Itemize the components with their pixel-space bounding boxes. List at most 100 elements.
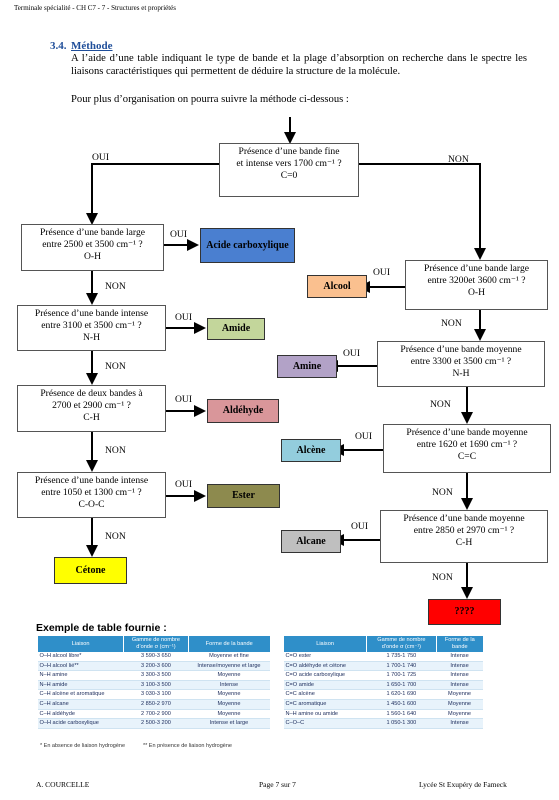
col-header-gamme: Gamme de nombre d’onde σ (cm⁻¹) bbox=[366, 636, 437, 652]
cell-liaison: N–H amide bbox=[37, 680, 124, 691]
col-header-forme: Forme de la bande bbox=[435, 636, 483, 652]
cell-liaison: C–H alcène et aromatique bbox=[37, 689, 124, 700]
cell-liaison: C–H aldéhyde bbox=[37, 709, 124, 720]
result-amine: Amine bbox=[277, 355, 337, 378]
result-cetone: Cétone bbox=[54, 557, 127, 584]
footnote-2: ** En présence de liaison hydrogène bbox=[143, 743, 232, 749]
col-header-liaison: Liaison bbox=[36, 636, 124, 652]
cell-gamme: 2 500-3 200 bbox=[123, 718, 188, 729]
result-unknown: ???? bbox=[428, 599, 501, 625]
label-oui: OUI bbox=[170, 229, 188, 240]
cell-liaison: O–H alcool lié** bbox=[37, 661, 124, 672]
cell-forme: Moyenne bbox=[188, 709, 270, 720]
cell-liaison: N–H amine bbox=[37, 670, 124, 681]
cell-liaison: O–H acide carboxylique bbox=[37, 718, 124, 729]
result-ester: Ester bbox=[207, 484, 280, 508]
cell-forme: Intense bbox=[188, 680, 270, 691]
footer-school: Lycée St Exupéry de Fameck bbox=[419, 780, 507, 789]
cell-forme: Intense bbox=[436, 718, 483, 729]
cell-gamme: 1 450-1 600 bbox=[366, 699, 437, 710]
label-oui: OUI bbox=[175, 312, 193, 323]
result-alcane: Alcane bbox=[281, 530, 341, 553]
label-non: NON bbox=[105, 531, 126, 542]
label-non: NON bbox=[432, 487, 453, 498]
cell-liaison: N–H amine ou amide bbox=[283, 709, 367, 720]
result-amide: Amide bbox=[207, 318, 265, 340]
cell-liaison: O–H alcool libre* bbox=[37, 652, 124, 662]
cell-forme: Intense bbox=[436, 652, 483, 662]
label-oui: OUI bbox=[373, 267, 391, 278]
ir-table-left: Liaison Gamme de nombre d’onde σ (cm⁻¹) … bbox=[36, 636, 270, 729]
label-non: NON bbox=[105, 281, 126, 292]
cell-forme: Intense bbox=[436, 670, 483, 681]
cell-forme: Intense bbox=[436, 661, 483, 672]
intro-paragraph: A l’aide d’une table indiquant le type d… bbox=[71, 53, 527, 77]
result-acide-carboxylique: Acide carboxylique bbox=[200, 228, 295, 263]
cell-liaison: C–H alcane bbox=[37, 699, 124, 710]
result-alcool: Alcool bbox=[307, 275, 367, 298]
cell-gamme: 1 620-1 690 bbox=[366, 689, 437, 700]
cell-forme: Moyenne bbox=[188, 699, 270, 710]
ir-table-right: Liaison Gamme de nombre d’onde σ (cm⁻¹) … bbox=[282, 636, 483, 729]
cell-forme: Moyenne bbox=[436, 709, 483, 720]
label-oui: OUI bbox=[355, 431, 373, 442]
page-header: Terminale spécialité - CH C7 - 7 - Struc… bbox=[14, 4, 177, 12]
label-non: NON bbox=[441, 318, 462, 329]
cell-gamme: 3 300-3 500 bbox=[123, 670, 188, 681]
footnote-1: * En absence de liaison hydrogène bbox=[40, 743, 126, 749]
cell-liaison: C=O amide bbox=[283, 680, 367, 691]
label-non: NON bbox=[105, 361, 126, 372]
label-oui: OUI bbox=[175, 479, 193, 490]
result-aldehyde: Aldéhyde bbox=[207, 399, 279, 423]
section-title: Méthode bbox=[71, 40, 113, 52]
footer-page: Page 7 sur 7 bbox=[259, 780, 296, 789]
label-oui: OUI bbox=[343, 348, 361, 359]
cell-gamme: 1 735-1 750 bbox=[366, 652, 437, 662]
cell-forme: Moyenne bbox=[188, 670, 270, 681]
cell-forme: Moyenne bbox=[188, 689, 270, 700]
method-intro: Pour plus d’organisation on pourra suivr… bbox=[71, 94, 349, 105]
cell-forme: Intense bbox=[436, 680, 483, 691]
cell-liaison: C=O aldéhyde et cétone bbox=[283, 661, 367, 672]
label-oui: OUI bbox=[175, 394, 193, 405]
cell-gamme: 1 050-1 300 bbox=[366, 718, 437, 729]
cell-gamme: 1 700-1 740 bbox=[366, 661, 437, 672]
cell-liaison: C=C aromatique bbox=[283, 699, 367, 710]
cell-liaison: C–O–C bbox=[283, 718, 367, 729]
label-non: NON bbox=[430, 399, 451, 410]
label-oui: OUI bbox=[92, 152, 110, 163]
cell-liaison: C=O acide carboxylique bbox=[283, 670, 367, 681]
cell-liaison: C=O ester bbox=[283, 652, 367, 662]
cell-gamme: 2 700-2 900 bbox=[123, 709, 188, 720]
cell-forme: Moyenne et fine bbox=[188, 652, 270, 662]
result-alcene: Alcène bbox=[281, 439, 341, 462]
label-non: NON bbox=[432, 572, 453, 583]
footer-author: A. COURCELLE bbox=[36, 780, 90, 789]
cell-gamme: 3 590-3 650 bbox=[123, 652, 188, 662]
cell-gamme: 3 030-3 100 bbox=[123, 689, 188, 700]
cell-gamme: 1 560-1 640 bbox=[366, 709, 437, 720]
cell-gamme: 2 850-2 970 bbox=[123, 699, 188, 710]
